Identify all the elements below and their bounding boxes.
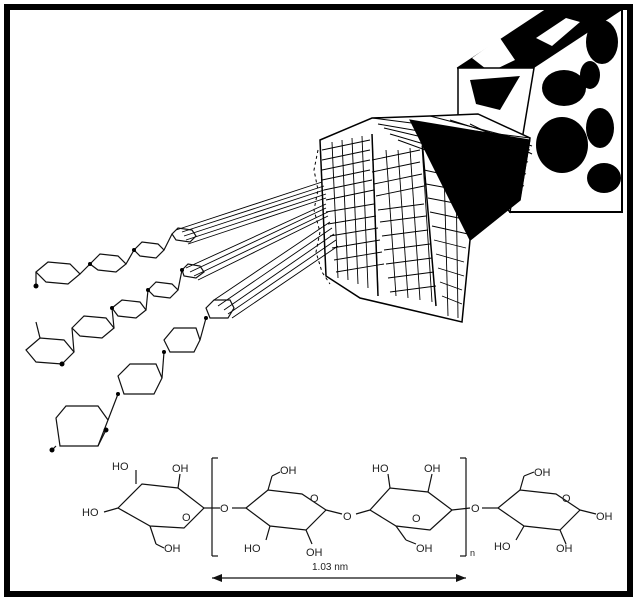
cellulose-chains-perspective — [25, 227, 235, 451]
label-ho-unit-a-bottom: HO — [244, 543, 261, 555]
label-o-unit-b-ring: O — [412, 513, 421, 525]
chain-strand-lines — [175, 181, 339, 319]
label-oh-left-unit-bottom: OH — [164, 543, 181, 555]
dimension-label: 1.03 nm — [312, 562, 348, 573]
label-oh-right-unit-top: OH — [534, 467, 551, 479]
cellulose-structural-formula — [103, 457, 597, 582]
label-ho-left-unit-side: HO — [82, 507, 99, 519]
label-o-left-ring: O — [182, 512, 191, 524]
label-repeat-n: n — [470, 548, 475, 558]
label-oh-unit-a-bottom: OH — [306, 547, 323, 559]
label-oh-unit-b-bottom: OH — [416, 543, 433, 555]
label-o-right-ring: O — [562, 493, 571, 505]
microfibril-bundle — [313, 113, 533, 323]
label-oh-unit-b-top: OH — [424, 463, 441, 475]
label-oh-unit-a-top: OH — [280, 465, 297, 477]
formula-labels: HO OH HO O OH O OH O HO OH O HO OH O OH … — [82, 461, 613, 573]
chain-node-dots — [33, 248, 208, 453]
label-ho-left-unit-top: HO — [112, 461, 129, 473]
label-o-link-3: O — [471, 503, 480, 515]
label-o-link-2: O — [343, 511, 352, 523]
label-o-unit-a-ring: O — [310, 493, 319, 505]
label-oh-right-unit-side: OH — [596, 511, 613, 523]
label-oh-right-unit-bottom: OH — [556, 543, 573, 555]
label-ho-right-unit-bottom: HO — [494, 541, 511, 553]
label-oh-left-unit-top: OH — [172, 463, 189, 475]
label-ho-unit-b-top: HO — [372, 463, 389, 475]
label-o-link-1: O — [220, 503, 229, 515]
